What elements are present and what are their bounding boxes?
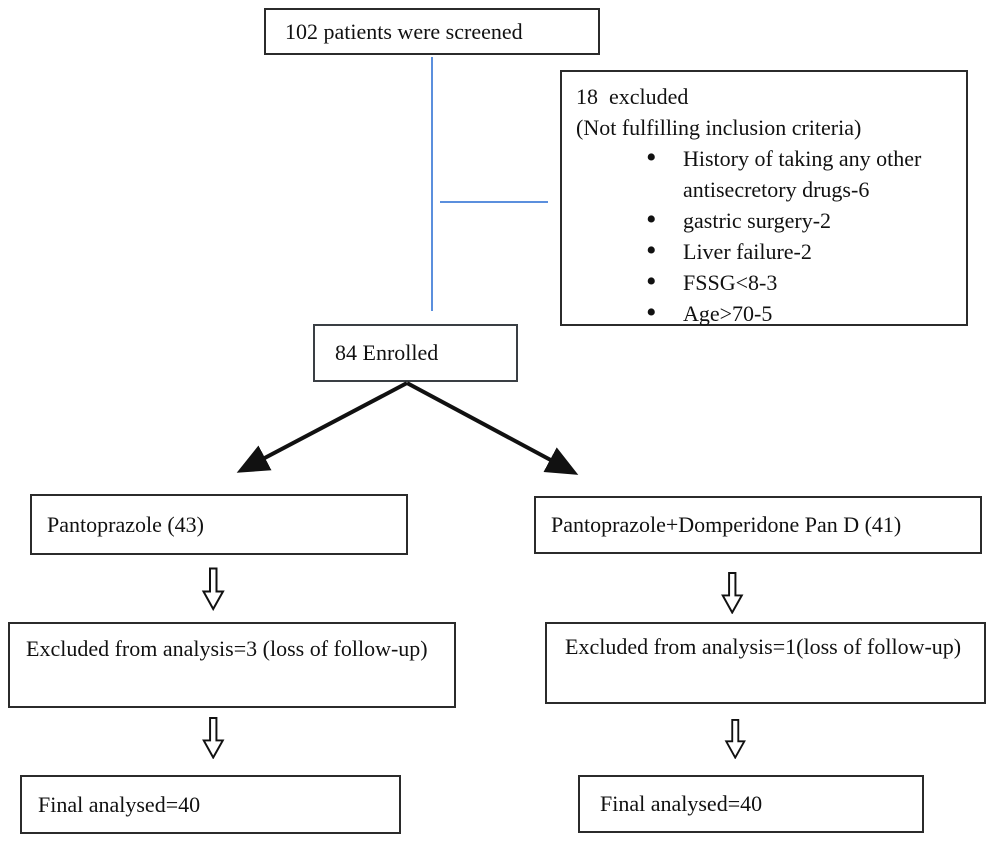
bullet-item: History of taking any other antisecretor… <box>646 142 956 205</box>
bullet-item: gastric surgery-2 <box>646 204 956 236</box>
bullet-item: Liver failure-2 <box>646 235 956 267</box>
final-analysed-right-box: Final analysed=40 <box>578 775 924 833</box>
pantoprazole-domperidone-group-label: Pantoprazole+Domperidone Pan D (41) <box>551 512 902 537</box>
arrow-to-right-arm <box>406 381 579 475</box>
excluded-analysis-left-box: Excluded from analysis=3 (loss of follow… <box>8 622 456 708</box>
arrow-to-left-arm <box>236 381 408 473</box>
final-analysed-left-label: Final analysed=40 <box>38 791 201 817</box>
hollow-down-arrow-icon <box>202 717 225 759</box>
excluded-bullet-list: History of taking any other antisecretor… <box>576 142 956 329</box>
hollow-down-arrow-icon <box>201 567 225 611</box>
pantoprazole-group-box: Pantoprazole (43) <box>30 494 408 555</box>
final-analysed-right-label: Final analysed=40 <box>600 791 763 816</box>
split-arrows <box>236 381 579 475</box>
enrolled-label: 84 Enrolled <box>335 340 439 365</box>
final-analysed-left-box: Final analysed=40 <box>20 775 401 834</box>
excluded-analysis-left-label: Excluded from analysis=3 (loss of follow… <box>26 636 428 661</box>
excluded-count-label: 18 excluded <box>576 84 689 109</box>
screened-label: 102 patients were screened <box>285 18 523 44</box>
connector-vertical-line <box>431 57 433 311</box>
bullet-item: Age>70-5 <box>646 297 956 329</box>
bullet-item: FSSG<8-3 <box>646 266 956 298</box>
pantoprazole-group-label: Pantoprazole (43) <box>47 511 204 537</box>
screened-box: 102 patients were screened <box>264 8 600 55</box>
enrolled-box: 84 Enrolled <box>313 324 518 382</box>
connector-horizontal-line <box>440 201 548 203</box>
hollow-down-arrow-icon <box>721 572 744 614</box>
excluded-reason-label: (Not fulfilling inclusion criteria) <box>576 115 862 140</box>
hollow-down-arrow-icon <box>724 719 746 759</box>
excluded-analysis-right-box: Excluded from analysis=1(loss of follow-… <box>545 622 986 704</box>
excluded-criteria-box: 18 excluded (Not fulfilling inclusion cr… <box>560 70 968 329</box>
pantoprazole-domperidone-group-box: Pantoprazole+Domperidone Pan D (41) <box>534 496 982 554</box>
excluded-analysis-right-label: Excluded from analysis=1(loss of follow-… <box>565 634 962 659</box>
